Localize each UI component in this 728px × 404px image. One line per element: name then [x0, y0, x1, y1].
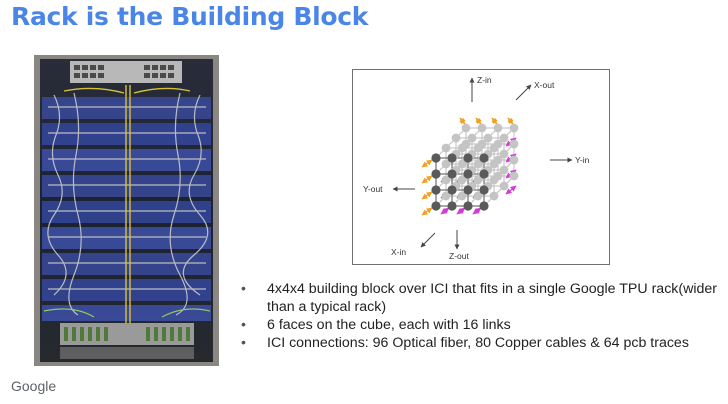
cube-node [447, 169, 457, 179]
rack-illustration [34, 55, 219, 366]
cube-node [463, 153, 473, 163]
cube-node [489, 175, 499, 185]
cube-node [441, 143, 451, 153]
bullet-item: ICI connections: 96 Optical fiber, 80 Co… [240, 334, 720, 352]
cube-node [499, 165, 509, 175]
bullet-list: 4x4x4 building block over ICI that fits … [240, 280, 720, 352]
y-link-arrow [472, 207, 482, 215]
cube-node [509, 171, 519, 181]
cube-node [441, 175, 451, 185]
slide-title: Rack is the Building Block [11, 2, 369, 31]
cube-node [479, 169, 489, 179]
x-link-arrow [421, 207, 433, 216]
cube-node [509, 123, 519, 133]
cube-node [499, 133, 509, 143]
label-z-out: Z-out [449, 251, 469, 261]
y-link-arrow [456, 207, 466, 215]
cube-node [477, 123, 487, 133]
cube-node [489, 191, 499, 201]
cube-node [447, 201, 457, 211]
label-y-in: Y-in [575, 155, 590, 165]
cube-node [463, 169, 473, 179]
x-link-arrow [459, 117, 466, 125]
y-link-arrow [505, 185, 517, 195]
label-z-in: Z-in [477, 75, 492, 85]
cube-node [499, 181, 509, 191]
cube-node [483, 133, 493, 143]
cube-node [451, 133, 461, 143]
x-link-arrow [421, 159, 433, 168]
x-in-arrow [420, 232, 436, 248]
cube-node [467, 133, 477, 143]
cube-node [457, 159, 467, 169]
cube-node [509, 155, 519, 165]
cube-node [431, 153, 441, 163]
cube-node [457, 143, 467, 153]
rack-photo [34, 55, 219, 366]
cube-node [509, 139, 519, 149]
cube-node [479, 153, 489, 163]
x-link-arrow [421, 191, 433, 200]
cube-node [447, 153, 457, 163]
bullet-item: 6 faces on the cube, each with 16 links [240, 316, 720, 334]
cube-node [499, 149, 509, 159]
cube-node [489, 159, 499, 169]
cube-node [479, 185, 489, 195]
x-out-arrow [515, 84, 532, 101]
cube-node [463, 185, 473, 195]
cube-node [431, 201, 441, 211]
cube-node [441, 191, 451, 201]
cube-node [473, 159, 483, 169]
cube-node [463, 201, 473, 211]
google-logo: Google [11, 378, 57, 394]
cube-node [447, 185, 457, 195]
label-x-out: X-out [534, 80, 555, 90]
label-y-out: Y-out [363, 184, 383, 194]
cube-node [431, 169, 441, 179]
x-link-arrow [491, 117, 498, 125]
x-link-arrow [507, 117, 514, 125]
x-link-arrow [421, 175, 433, 184]
cube-node [441, 159, 451, 169]
cube-diagram: Z-in X-out Y-in Y-out X-in Z-out [352, 69, 610, 265]
label-x-in: X-in [391, 247, 406, 257]
cube-node [479, 201, 489, 211]
bullet-item: 4x4x4 building block over ICI that fits … [240, 280, 720, 316]
cube-node [493, 123, 503, 133]
cube-node [457, 175, 467, 185]
cube-node [461, 123, 471, 133]
y-link-arrow [440, 207, 450, 215]
cube-node [489, 143, 499, 153]
cube-node [431, 185, 441, 195]
cube-node [473, 191, 483, 201]
cube-node [457, 191, 467, 201]
cube-diagram-svg: Z-in X-out Y-in Y-out X-in Z-out [363, 75, 590, 261]
cube-node [473, 175, 483, 185]
x-link-arrow [475, 117, 482, 125]
cube-node [473, 143, 483, 153]
